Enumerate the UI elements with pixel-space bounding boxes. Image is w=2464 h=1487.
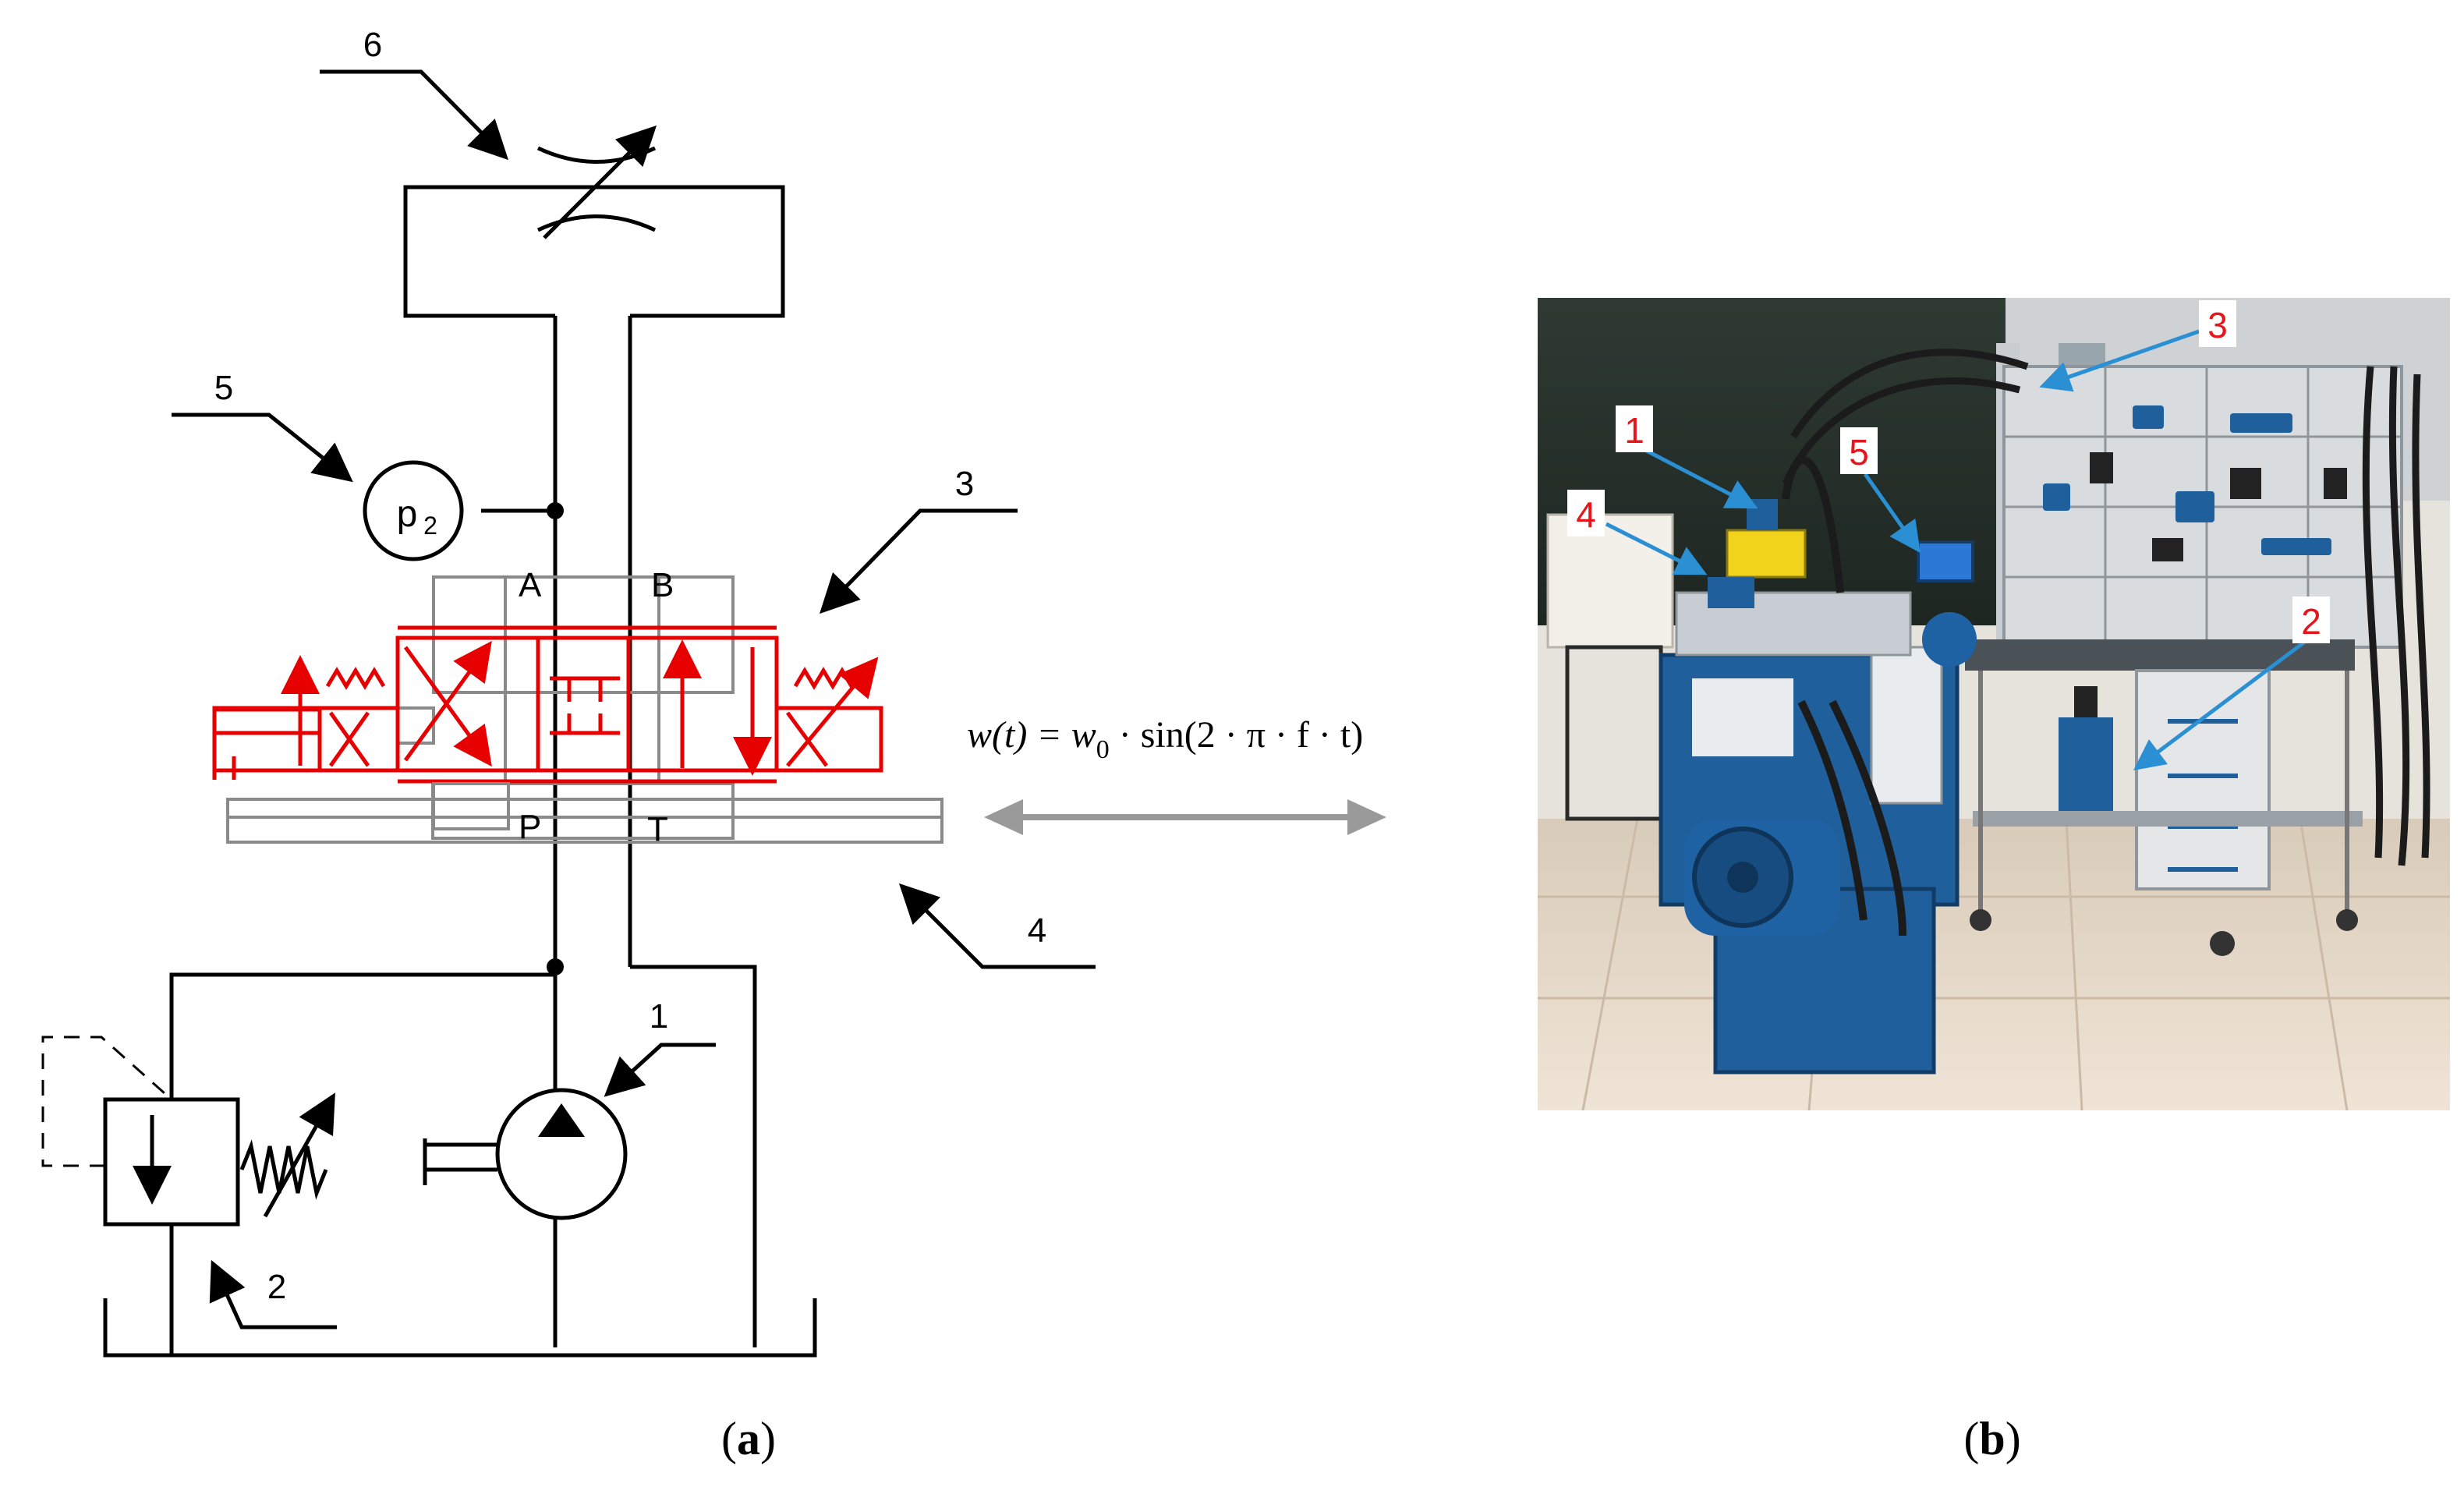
- equation-rhs: · sin(2 · π · f · t): [1110, 714, 1363, 756]
- photo-callout-5: 5: [1840, 427, 1878, 474]
- directional-valve: [212, 625, 883, 784]
- test-bench-photo: 1 4 5 3 2 (b): [1538, 298, 2450, 1464]
- callout-6: 6: [320, 26, 509, 161]
- photo-callout-2-number: 2: [2301, 601, 2321, 642]
- photo-callout-5-number: 5: [1849, 432, 1869, 473]
- photo-callout-4: 4: [1567, 490, 1605, 536]
- callout-1: 1: [604, 997, 716, 1097]
- caption-b: (b): [1963, 1413, 2020, 1464]
- callout-3: 3: [820, 465, 1018, 614]
- port-b-label: B: [651, 566, 674, 604]
- oscillation-equation: w(t) = w0 · sin(2 · π · f · t): [967, 714, 1363, 764]
- port-p-label: P: [519, 808, 541, 846]
- callout-3-number: 3: [955, 465, 974, 503]
- equation-subscript: 0: [1096, 735, 1110, 764]
- photo-callout-3-number: 3: [2207, 305, 2228, 345]
- callout-5: 5: [172, 369, 353, 483]
- caption-a: (a): [721, 1413, 776, 1464]
- caption-b-open: (: [1963, 1413, 1979, 1464]
- equation-lhs: w(t) = w: [967, 714, 1096, 756]
- photo-callout-1: 1: [1616, 405, 1653, 452]
- throttle-valve: [403, 125, 785, 318]
- relief-valve: [41, 1036, 335, 1227]
- hydraulic-schematic: p 2: [41, 26, 1386, 1464]
- gauge-subscript: 2: [423, 512, 437, 540]
- tank: [103, 1298, 817, 1358]
- pressure-gauge: p 2: [363, 460, 464, 561]
- gauge-symbol: p: [397, 494, 418, 535]
- callout-5-number: 5: [214, 369, 233, 407]
- callout-4: 4: [898, 883, 1096, 969]
- caption-a-close: ): [760, 1413, 776, 1464]
- callout-2-number: 2: [267, 1268, 286, 1306]
- sliding-base: [226, 782, 943, 844]
- callout-2: 2: [209, 1259, 337, 1329]
- callout-6-number: 6: [363, 26, 382, 64]
- callout-4-number: 4: [1028, 912, 1046, 950]
- caption-b-letter: b: [1979, 1413, 2005, 1464]
- photo-callout-4-number: 4: [1576, 494, 1596, 535]
- pump: [423, 1088, 628, 1220]
- oscillation-arrow: [984, 799, 1386, 835]
- photo-callout-1-number: 1: [1624, 410, 1644, 451]
- port-t-label: T: [647, 810, 668, 848]
- photo-pointers: [1605, 329, 2310, 770]
- port-a-label: A: [519, 566, 542, 604]
- callout-1-number: 1: [650, 997, 668, 1036]
- photo-callout-2: 2: [2292, 597, 2330, 643]
- photo-callout-3: 3: [2199, 300, 2236, 347]
- caption-a-letter: a: [737, 1413, 760, 1464]
- caption-b-close: ): [2006, 1413, 2021, 1464]
- caption-a-open: (: [721, 1413, 737, 1464]
